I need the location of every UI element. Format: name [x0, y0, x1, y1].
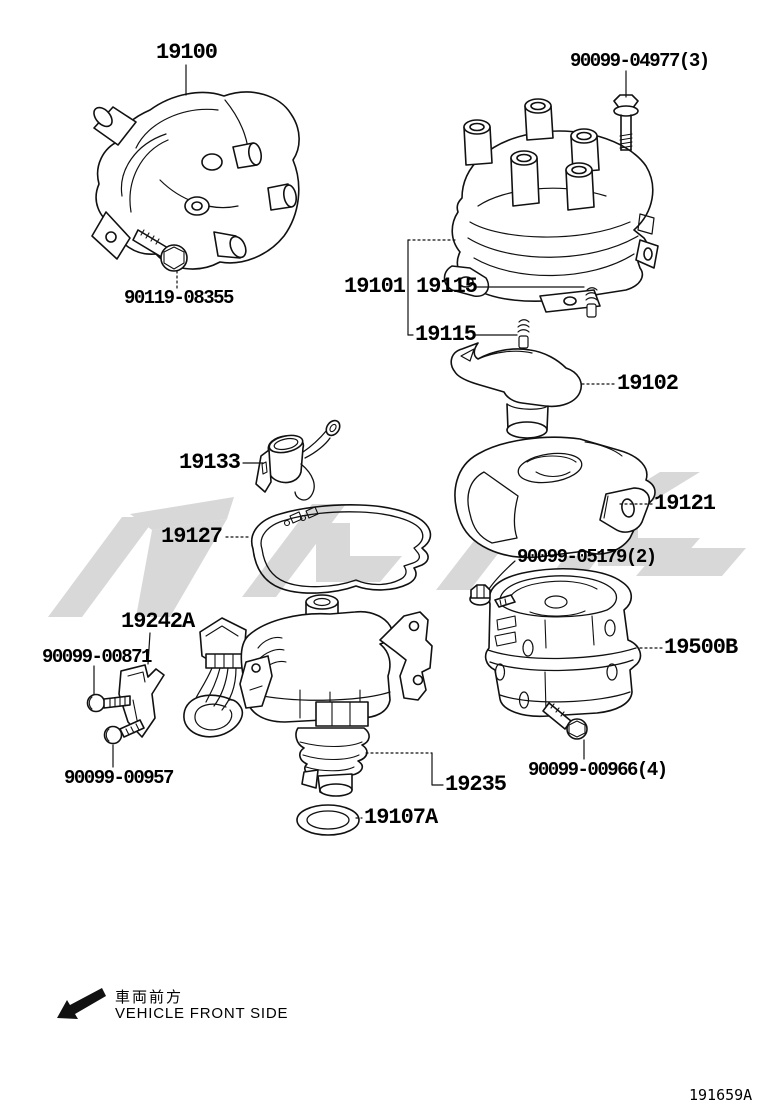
drawing-code: 191659A [689, 1086, 753, 1104]
callout-19242A: 19242A [121, 609, 195, 634]
cap-screw-b-drawing [517, 319, 530, 349]
vehicle-front-label-en: VEHICLE FRONT SIDE [115, 1005, 289, 1022]
wire-connector-drawing [183, 617, 247, 738]
callout-19100: 19100 [156, 40, 218, 65]
leader-lines [93, 64, 663, 819]
vehicle-front-label-jp: 車両前方 [115, 989, 184, 1006]
callout-90099-05179: 90099-05179(2) [517, 546, 657, 568]
clamp-bolt-drawing [132, 229, 188, 272]
distributor-cap-drawing [443, 98, 659, 313]
callout-90099-04977: 90099-04977(3) [570, 50, 710, 72]
vehicle-front-arrow-icon [57, 988, 106, 1019]
screw-00957-drawing [103, 719, 145, 745]
callout-19133: 19133 [179, 450, 241, 475]
o-ring-drawing [296, 804, 360, 836]
screw-00871-drawing [86, 693, 131, 713]
condenser-drawing [255, 419, 341, 501]
callout-19115-a: 19115 [416, 274, 478, 299]
callout-90099-00957: 90099-00957 [64, 767, 174, 789]
callout-19235: 19235 [445, 772, 507, 797]
rotor-drawing [450, 342, 582, 439]
housing-drawing [239, 594, 433, 797]
distributor-assembly-drawing [91, 91, 300, 270]
callout-19102: 19102 [617, 371, 679, 396]
callout-90099-00871: 90099-00871 [42, 646, 152, 668]
callout-90099-00966: 90099-00966(4) [528, 759, 668, 781]
ignition-coil-drawing [484, 568, 642, 718]
callout-19127: 19127 [161, 524, 223, 549]
coil-nut-drawing [469, 584, 516, 608]
callout-19115-b: 19115 [415, 322, 477, 347]
callout-90119-08355: 90119-08355 [124, 287, 234, 309]
callout-19500B: 19500B [664, 635, 738, 660]
callout-19121: 19121 [654, 491, 716, 516]
coil-bolt-drawing [542, 702, 588, 740]
callout-19107A: 19107A [364, 805, 438, 830]
dust-cover-drawing [454, 436, 656, 559]
gasket-drawing [251, 504, 432, 594]
cap-screw-a-drawing [585, 287, 598, 318]
callout-19101: 19101 [344, 274, 406, 299]
cap-bolt-drawing [613, 94, 639, 151]
